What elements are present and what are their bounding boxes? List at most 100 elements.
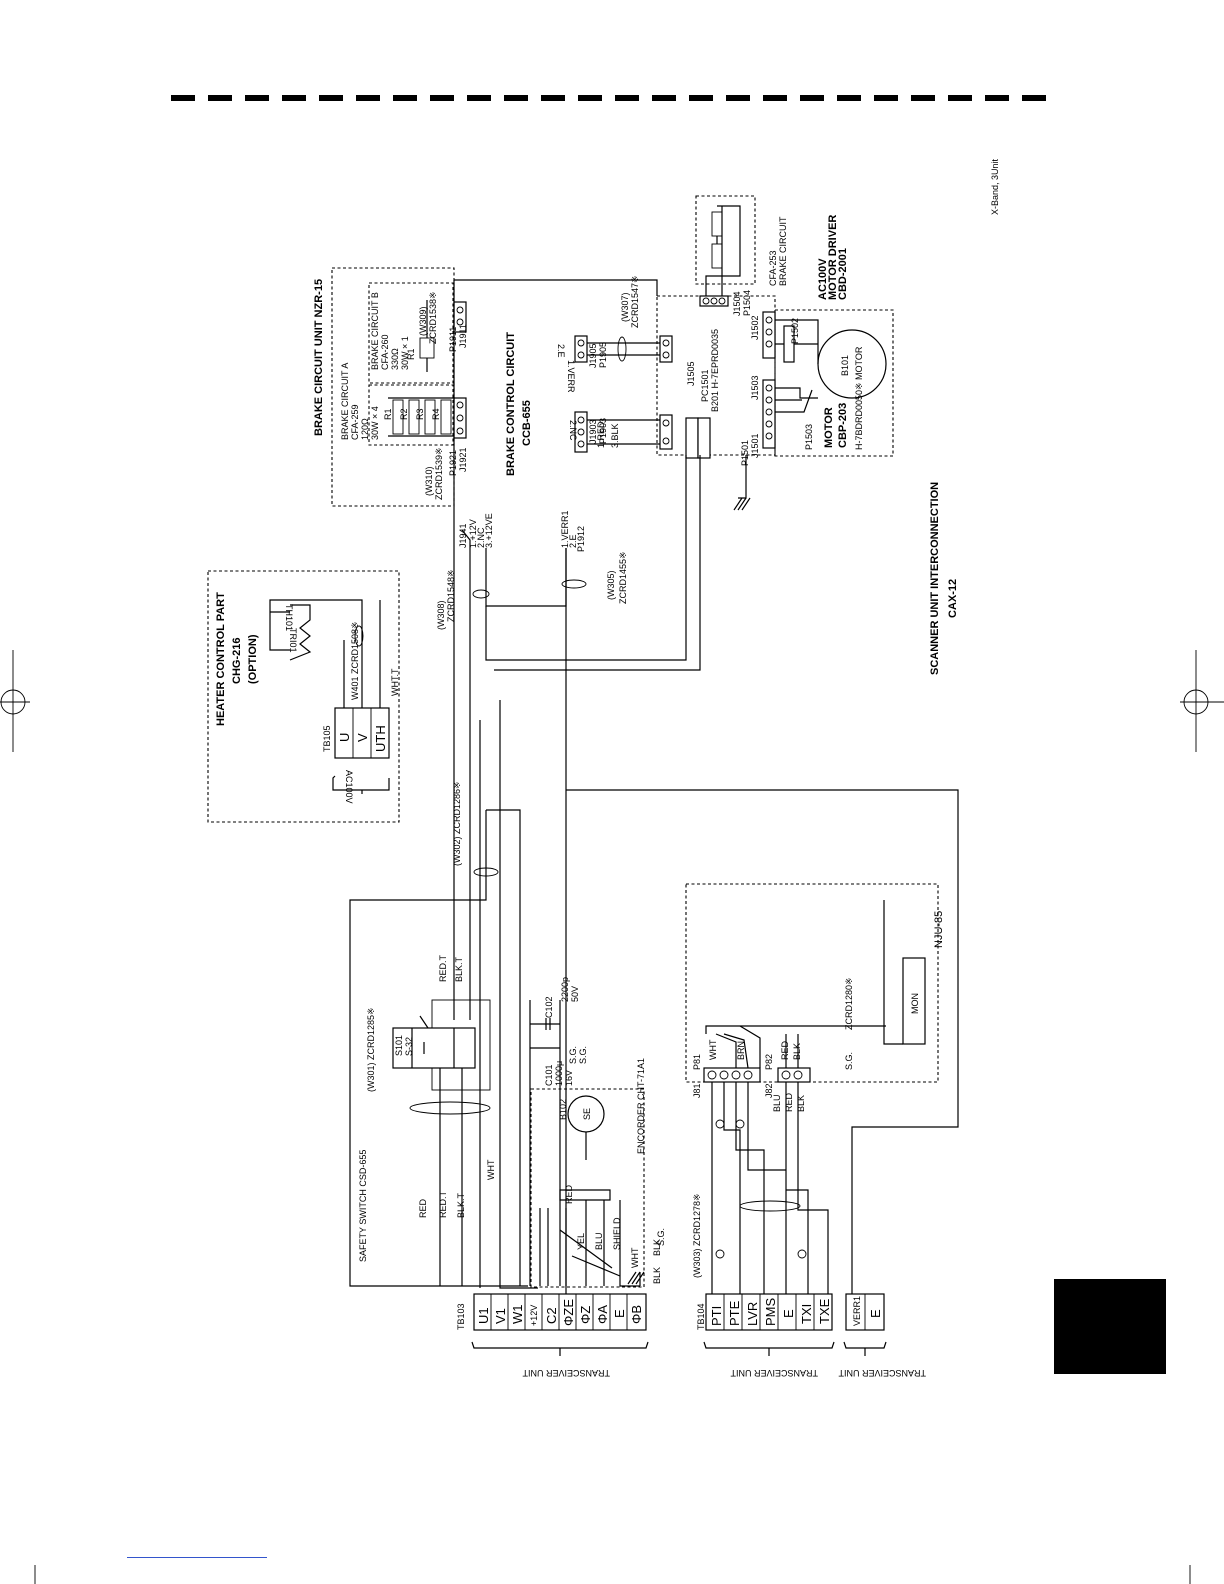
j1903-pin2: 2.NC [568,420,578,441]
brake-a-r2: R2 [399,408,409,420]
enc-blk-label-2: BLK [652,1267,662,1284]
ground-motor-driver [733,455,751,511]
motor-driver-model: CBD-2001 [837,248,849,300]
enc-wht-label: WHT [630,1247,640,1268]
verr-transceiver-label: TRANSCEIVER UNIT [838,1368,926,1378]
brake-b-model: CFA-260 [380,334,390,370]
j1912-pin2: 2.E [568,534,578,548]
tb103-pin-c2: C2 [544,1307,559,1324]
j1905-connector [574,335,660,363]
brake-b-watt: 30W × 1 [400,336,410,370]
brake-b-ohm: 330Ω [390,348,400,370]
p81-label: P81 [692,1054,702,1070]
tb104-pin-pms: PMS [763,1298,778,1327]
brake-a-r4: R4 [431,408,441,420]
diagram-title: SCANNER UNIT INTERCONNECTION [929,482,941,675]
j81-label: J81 [692,1083,702,1098]
p82-label: P82 [764,1054,774,1070]
w310-label: (W310) [424,466,434,496]
tb103-pin-w1: W1 [510,1305,525,1325]
brake-control-name: BRAKE CONTROL CIRCUIT [505,332,517,476]
c102-voltage: 50V [570,986,580,1002]
c101-value: 1000μ [554,1061,564,1086]
wire-harness [349,455,959,1294]
motor-name: MOTOR [823,407,835,448]
wire-red-t-upper: RED.T [438,954,448,982]
brake-b-name: BRAKE CIRCUIT B [370,292,380,370]
tb104-pin-pte: PTE [727,1300,742,1326]
p1504-label: P1504 [742,290,752,316]
j1912-pin1: 1.VERR1 [560,510,570,548]
tb105-label: TB105 [322,725,332,752]
brake-circuit-cfa253-frame [695,195,756,285]
j1905-pin2: 2.E [556,344,566,358]
tb103-transceiver-label: TRANSCEIVER UNIT [522,1368,610,1378]
p1501-label: P1501 [740,440,750,466]
heater-control-frame [207,570,400,823]
brake-circuit-unit-frame [331,267,455,507]
j82-label: J82 [764,1083,774,1098]
p1903-label: P1903 [598,418,608,444]
j1903-connector [574,411,660,453]
w307-code: ZCRD1547※ [630,275,640,328]
c102-value: 2200p [560,977,570,1002]
mon-label: MON [910,993,920,1014]
motor-driver-connectors [659,295,776,459]
tb104-transceiver-label: TRANSCEIVER UNIT [730,1368,818,1378]
tb103-label: TB103 [456,1303,466,1330]
tb103-pin-phib: ΦB [629,1305,644,1324]
cfa-253-resistors [705,205,741,296]
diagram-subtitle: CAX-12 [947,579,959,618]
tb103-pin-e: E [612,1309,627,1318]
tb103-pin-phia: ΦA [595,1305,610,1324]
capacitors [529,1000,561,1286]
section-tab [1054,1279,1166,1374]
j82-blu: BLU [772,1094,782,1112]
c101-voltage: 16V [564,1070,574,1086]
w401-label: W401 ZCRD1508※ [350,621,360,700]
p1905-label: P1905 [598,342,608,368]
p1503-label: P1503 [804,424,814,450]
w301-label: (W301) ZCRD1285※ [366,1007,376,1092]
heater-ac100v: AC100V [344,770,354,804]
brake-b-r1-label: R1 [406,348,416,360]
tb104-pin-lvr: LVR [745,1302,760,1326]
b102-label: B102 [558,1099,568,1120]
brake-a-watt: 30W × 4 [370,406,380,440]
se-label: SE [582,1108,592,1120]
motor-b101 [775,319,887,413]
p1921-label: P1921 [448,450,458,476]
safety-switch-label: SAFETY SWITCH CSD-655 [358,1150,368,1262]
wire-red-label: RED [418,1198,428,1218]
w302-label: (W302) ZCRD1286※ [452,781,462,866]
p1502-label: P1502 [790,318,800,344]
brake-unit-label: BRAKE CIRCUIT UNIT NZR-15 [313,279,325,436]
tb104-pin-txe: TXE [817,1298,832,1324]
brake-circuit-b-frame [368,282,454,384]
brake-a-name: BRAKE CIRCUIT A [340,363,350,440]
w308-code: ZCRD1548※ [446,569,456,622]
brake-a-r3: R3 [415,408,425,420]
tb105-pin-u: U [337,733,352,742]
encoder-label: ENCORDER CHT-71A1 [636,1058,646,1154]
tb-verr-block [843,1293,887,1356]
enc-sg-label: S.G. [656,1228,666,1246]
b101-label: B101 [840,355,850,376]
tb105-pin-uth: UTH [373,725,388,752]
tb104-label: TB104 [696,1303,706,1330]
j1941-label: J1941 [458,523,468,548]
heater-option: (OPTION) [247,634,259,684]
p81-brn: BRN [736,1041,746,1060]
c102-label: C102 [544,996,554,1018]
enc-shield-label: SHIELD [612,1217,622,1250]
j1921-connector [453,397,467,439]
th101-label: TH101 [284,604,294,631]
j1905-pin1: 1.VERR [566,360,576,393]
w308-label: (W308) [436,600,446,630]
c101-label: C101 [544,1064,554,1086]
tb103-pin-u1: U1 [476,1307,491,1324]
tb104-wiring [711,1082,829,1294]
tb104-pin-e: E [781,1309,796,1318]
